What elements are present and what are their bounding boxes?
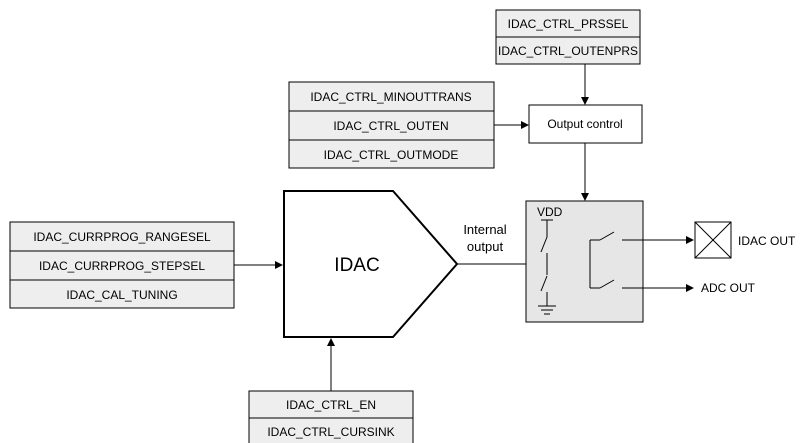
register-prssel: IDAC_CTRL_PRSSEL <box>508 17 629 31</box>
register-outmode: IDAC_CTRL_OUTMODE <box>324 148 459 162</box>
prs-register-row-1 <box>495 9 641 38</box>
register-rangesel: IDAC_CURRPROG_RANGESEL <box>33 230 211 244</box>
ctrl-register-row-3 <box>288 139 495 169</box>
currprog-register-row-2 <box>9 250 235 281</box>
internal-output-label-line2: output <box>467 239 504 254</box>
enable-register-row-2 <box>248 417 414 443</box>
vdd-label: VDD <box>537 205 563 219</box>
currprog-register-row-3 <box>9 279 235 309</box>
idac-block: IDAC <box>283 190 459 338</box>
currprog-register-block: IDAC_CURRPROG_RANGESEL IDAC_CURRPROG_STE… <box>9 221 235 309</box>
idac-out-pad-icon <box>694 221 732 259</box>
output-control-box <box>528 104 643 144</box>
idac-out-switch-blade <box>599 231 615 241</box>
ctrl-register-row-1 <box>288 81 495 112</box>
register-cal-tuning: IDAC_CAL_TUNING <box>66 288 177 302</box>
register-cursink: IDAC_CTRL_CURSINK <box>267 425 394 439</box>
switch-box-bg <box>525 200 644 323</box>
register-stepsel: IDAC_CURRPROG_STEPSEL <box>39 259 205 273</box>
register-outen: IDAC_CTRL_OUTEN <box>333 119 448 133</box>
enable-register-row-1 <box>248 390 414 419</box>
prs-register-row-2 <box>495 36 641 65</box>
currprog-register-row-1 <box>9 221 235 252</box>
pull-up-switch-blade <box>540 236 548 253</box>
output-control-block: Output control <box>528 104 643 144</box>
idac-label: IDAC <box>334 255 379 276</box>
idac-shape <box>283 190 459 338</box>
register-outenprs: IDAC_CTRL_OUTENPRS <box>498 44 638 58</box>
prs-register-block: IDAC_CTRL_PRSSEL IDAC_CTRL_OUTENPRS <box>495 9 641 65</box>
output-control-label: Output control <box>547 117 622 131</box>
pull-down-switch-blade <box>540 275 548 292</box>
adc-out-label: ADC OUT <box>701 281 756 295</box>
internal-output-label-line1: Internal <box>463 222 506 237</box>
output-switch-box: VDD <box>525 200 644 323</box>
enable-register-block: IDAC_CTRL_EN IDAC_CTRL_CURSINK <box>248 390 414 443</box>
register-ctrl-en: IDAC_CTRL_EN <box>286 398 376 412</box>
adc-out-switch-blade <box>599 279 615 289</box>
ctrl-register-block: IDAC_CTRL_MINOUTTRANS IDAC_CTRL_OUTEN ID… <box>288 81 495 169</box>
idac-out-label: IDAC OUT <box>738 234 796 248</box>
register-minouttrans: IDAC_CTRL_MINOUTTRANS <box>310 90 471 104</box>
